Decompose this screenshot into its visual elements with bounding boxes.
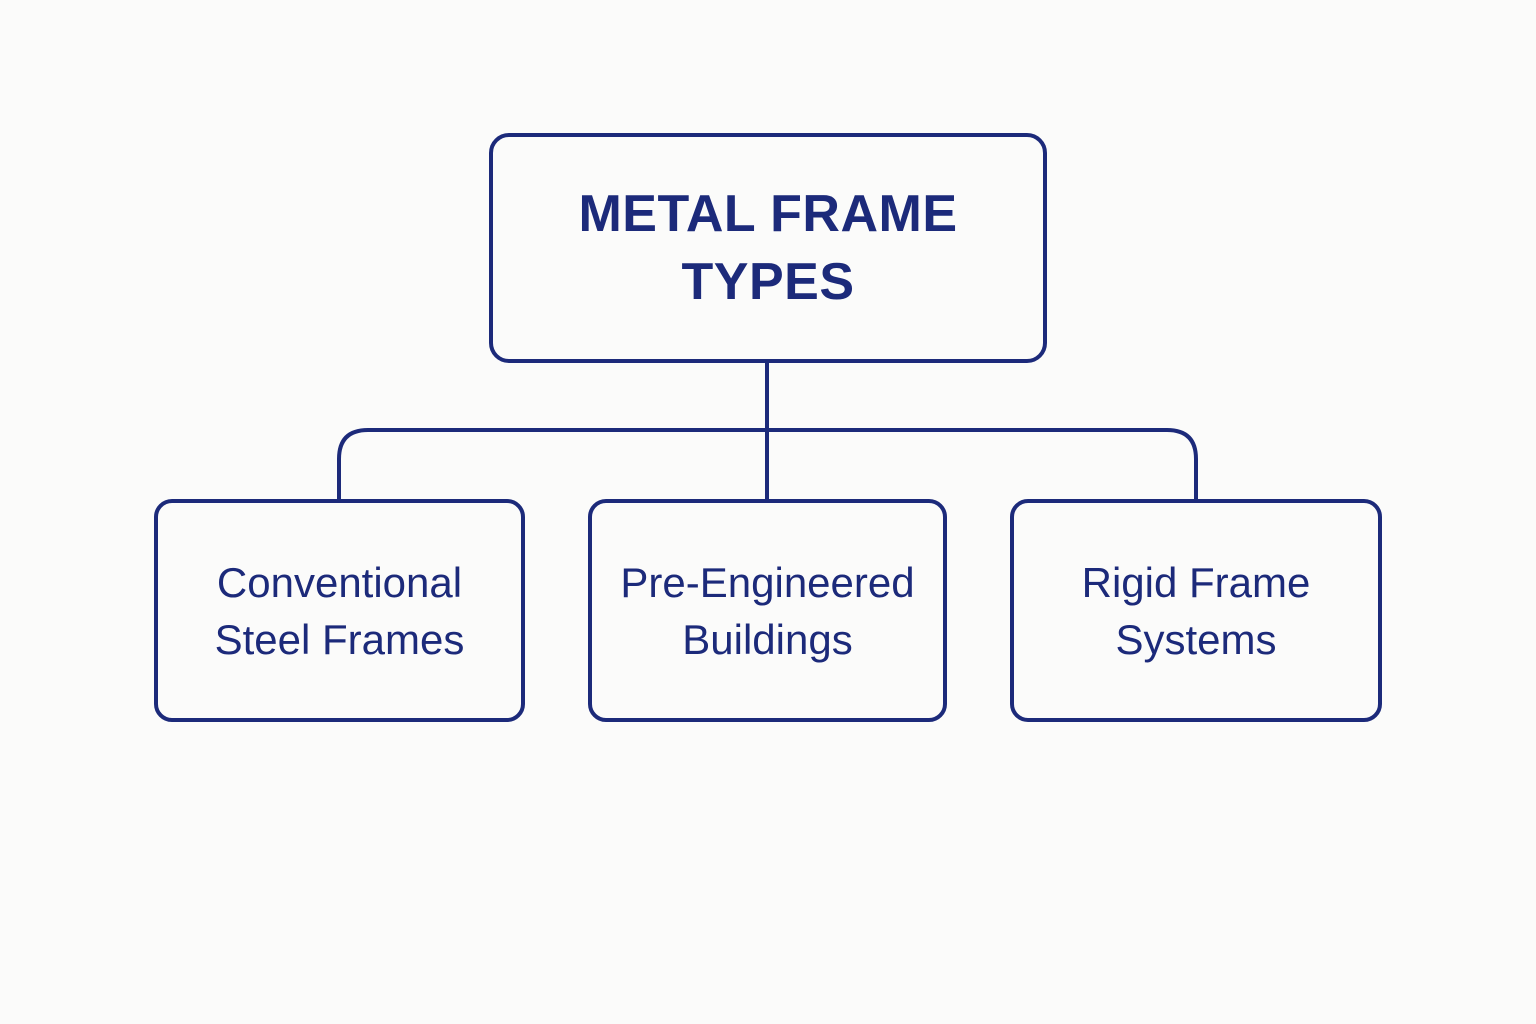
child-node-rigid-frame-systems: Rigid Frame Systems (1010, 499, 1382, 722)
child-node-label: Rigid Frame Systems (1081, 558, 1311, 663)
child-node-label: Pre-Engineered Buildings (620, 558, 915, 663)
root-node-label: METAL FRAME TYPES (578, 185, 958, 311)
connector-right-branch (767, 428, 1198, 501)
child-node-pre-engineered-buildings: Pre-Engineered Buildings (588, 499, 947, 722)
connector-left-branch (337, 428, 767, 501)
child-node-label: Conventional Steel Frames (214, 558, 465, 663)
root-node-metal-frame-types: METAL FRAME TYPES (489, 133, 1047, 363)
child-node-conventional-steel-frames: Conventional Steel Frames (154, 499, 525, 722)
